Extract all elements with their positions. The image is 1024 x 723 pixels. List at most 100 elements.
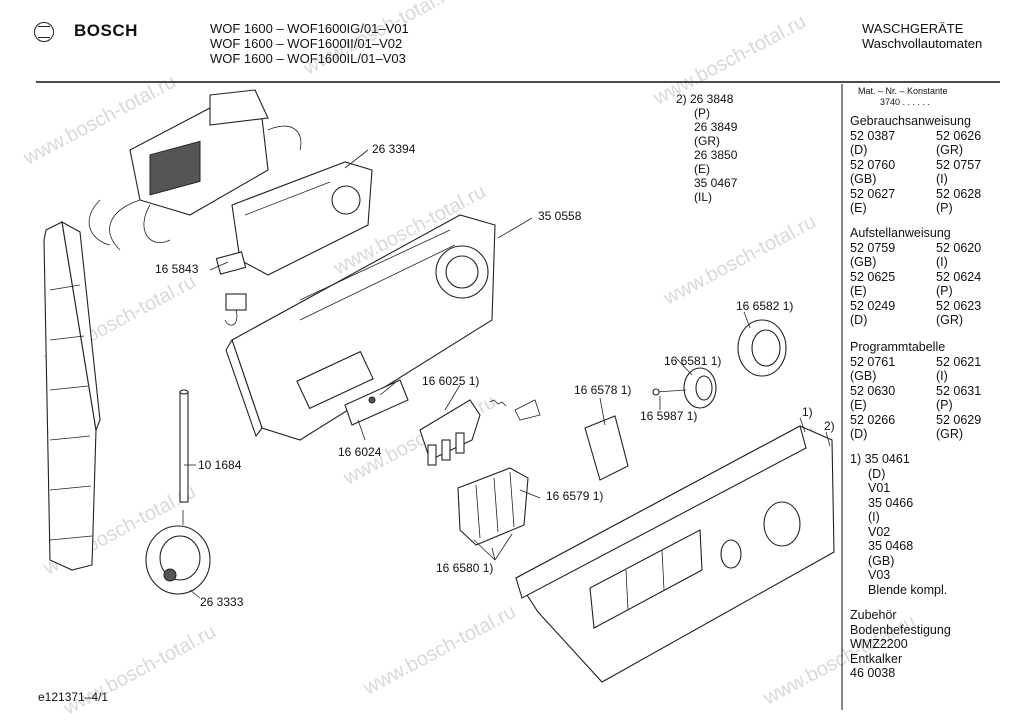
section-title: Programmtabelle [850, 340, 946, 354]
note-line: 35 0468 [868, 539, 914, 553]
part-number: 52 0759 [850, 240, 896, 255]
part-number: 52 0620 [936, 240, 982, 255]
panel-frame-part [225, 214, 496, 441]
note-line: 1) 35 0461 [850, 452, 910, 466]
subcategory-title: Waschvollautomaten [862, 36, 983, 51]
accessory-block: Zubehör Bodenbefestigung WMZ2200 Entkalk… [850, 608, 951, 681]
note-line: 35 0467 [694, 176, 738, 190]
model-line: WOF 1600 – WOF1600IG/01–V01 [210, 21, 409, 36]
language-code: (E) [850, 201, 867, 215]
part-number: 52 0630 [850, 383, 896, 398]
callout-marker-2: 2) [824, 419, 835, 433]
language-code: (P) [936, 284, 953, 298]
part-number: 52 0627 [850, 186, 896, 201]
accessory-line: 46 0038 [850, 666, 896, 680]
section-programmtabelle: Programmtabelle 52 0761 52 0621 (GB) (I) 5… [850, 340, 1016, 442]
part-number: 52 0266 [850, 412, 896, 427]
note-line: (D) [868, 466, 886, 481]
language-code: (P) [936, 398, 953, 412]
callout-165987: 16 5987 1) [640, 409, 698, 423]
document-id: e121371–4/1 [38, 690, 109, 704]
language-code: (D) [850, 143, 868, 157]
part-number: 52 0623 [936, 298, 982, 313]
part-number: 52 0624 [936, 269, 982, 284]
accessory-line: Bodenbefestigung [850, 622, 951, 637]
language-code: (P) [936, 201, 953, 215]
callout-166579: 16 6579 1) [546, 489, 604, 503]
knob-cap-part [652, 367, 717, 409]
part-number: 52 0757 [936, 157, 982, 172]
model-line: WOF 1600 – WOF1600IL/01–V03 [210, 51, 406, 66]
model-line: WOF 1600 – WOF1600II/01–V02 [210, 36, 403, 51]
program-selector-part [145, 510, 211, 595]
switch-block-part [419, 399, 481, 466]
note-line: 26 3850 [694, 148, 738, 162]
part-number: 52 0387 [850, 128, 896, 143]
language-code: (E) [850, 398, 867, 412]
button-cap-part [584, 415, 629, 481]
callout-263394: 26 3394 [372, 142, 416, 156]
accessory-line: Zubehör [850, 608, 897, 622]
callout-165843: 16 5843 [155, 262, 199, 276]
callout-166580: 16 6580 1) [436, 561, 494, 575]
part-number: 52 0625 [850, 269, 896, 284]
rod-part [179, 389, 189, 503]
note-line: V03 [868, 568, 891, 582]
accessory-line: Entkalker [850, 651, 903, 666]
part-number: 52 0631 [936, 383, 982, 398]
note-2-block: 2) 26 3848 (P) 26 3849 (GR) 26 3850 (E) … [676, 92, 737, 204]
push-buttons-part [457, 467, 529, 546]
language-code: (GR) [936, 427, 964, 441]
language-code: (GR) [936, 313, 964, 327]
note-line: (I) [868, 510, 880, 524]
part-number: 52 0629 [936, 412, 982, 427]
part-number: 52 0621 [936, 354, 982, 369]
language-code: (D) [850, 313, 868, 327]
bosch-logo-icon [34, 22, 54, 42]
language-code: (I) [936, 172, 948, 186]
note-line: Blende kompl. [868, 582, 948, 597]
note-1-block: 1) 35 0461 (D) V01 35 0466 (I) V02 35 04… [850, 452, 947, 597]
note-line: 2) 26 3848 [676, 92, 734, 106]
top-electronic-block [88, 89, 302, 251]
section-title: Gebrauchsanweisung [850, 114, 971, 128]
note-line: (E) [694, 162, 710, 176]
note-line: (GB) [868, 553, 895, 568]
circuit-board-part [231, 161, 373, 276]
section-title: Aufstellanweisung [850, 226, 951, 240]
accessory-line: WMZ2200 [850, 637, 908, 651]
section-gebrauchsanweisung: Gebrauchsanweisung 52 0387 52 0626 (D) (GR… [850, 114, 1016, 216]
language-code: (I) [936, 369, 948, 383]
side-profile-part [43, 220, 101, 571]
language-code: (D) [850, 427, 868, 441]
note-line: (IL) [694, 190, 712, 204]
note-line: V02 [868, 524, 891, 539]
language-code: (GB) [850, 172, 877, 186]
note-line: (GR) [694, 134, 720, 148]
language-code: (GB) [850, 255, 877, 269]
note-line: 26 3849 [694, 120, 738, 134]
part-number: 52 0761 [850, 354, 896, 369]
small-pcb-part [344, 379, 409, 426]
part-number: 52 0626 [936, 128, 982, 143]
callout-166581: 16 6581 1) [664, 354, 722, 368]
connector-part [215, 251, 247, 326]
part-number: 52 0249 [850, 298, 896, 313]
note-line: V01 [868, 481, 891, 495]
language-code: (I) [936, 255, 948, 269]
note-line: (P) [694, 106, 710, 120]
front-panel-part [515, 425, 835, 683]
callout-263333: 26 3333 [200, 595, 244, 609]
language-code: (GR) [936, 143, 964, 157]
category-title: WASCHGERÄTE [862, 21, 964, 36]
callout-166582: 16 6582 1) [736, 299, 794, 313]
part-number: 52 0760 [850, 157, 896, 172]
language-code: (E) [850, 284, 867, 298]
callout-166024: 16 6024 [338, 445, 382, 459]
mat-value: 3740 . . . . . . [880, 97, 931, 107]
mat-header: Mat. – Nr. – Konstante [858, 86, 948, 96]
language-code: (GB) [850, 369, 877, 383]
note-line: 35 0466 [868, 495, 914, 510]
brand-name: BOSCH [74, 21, 138, 40]
